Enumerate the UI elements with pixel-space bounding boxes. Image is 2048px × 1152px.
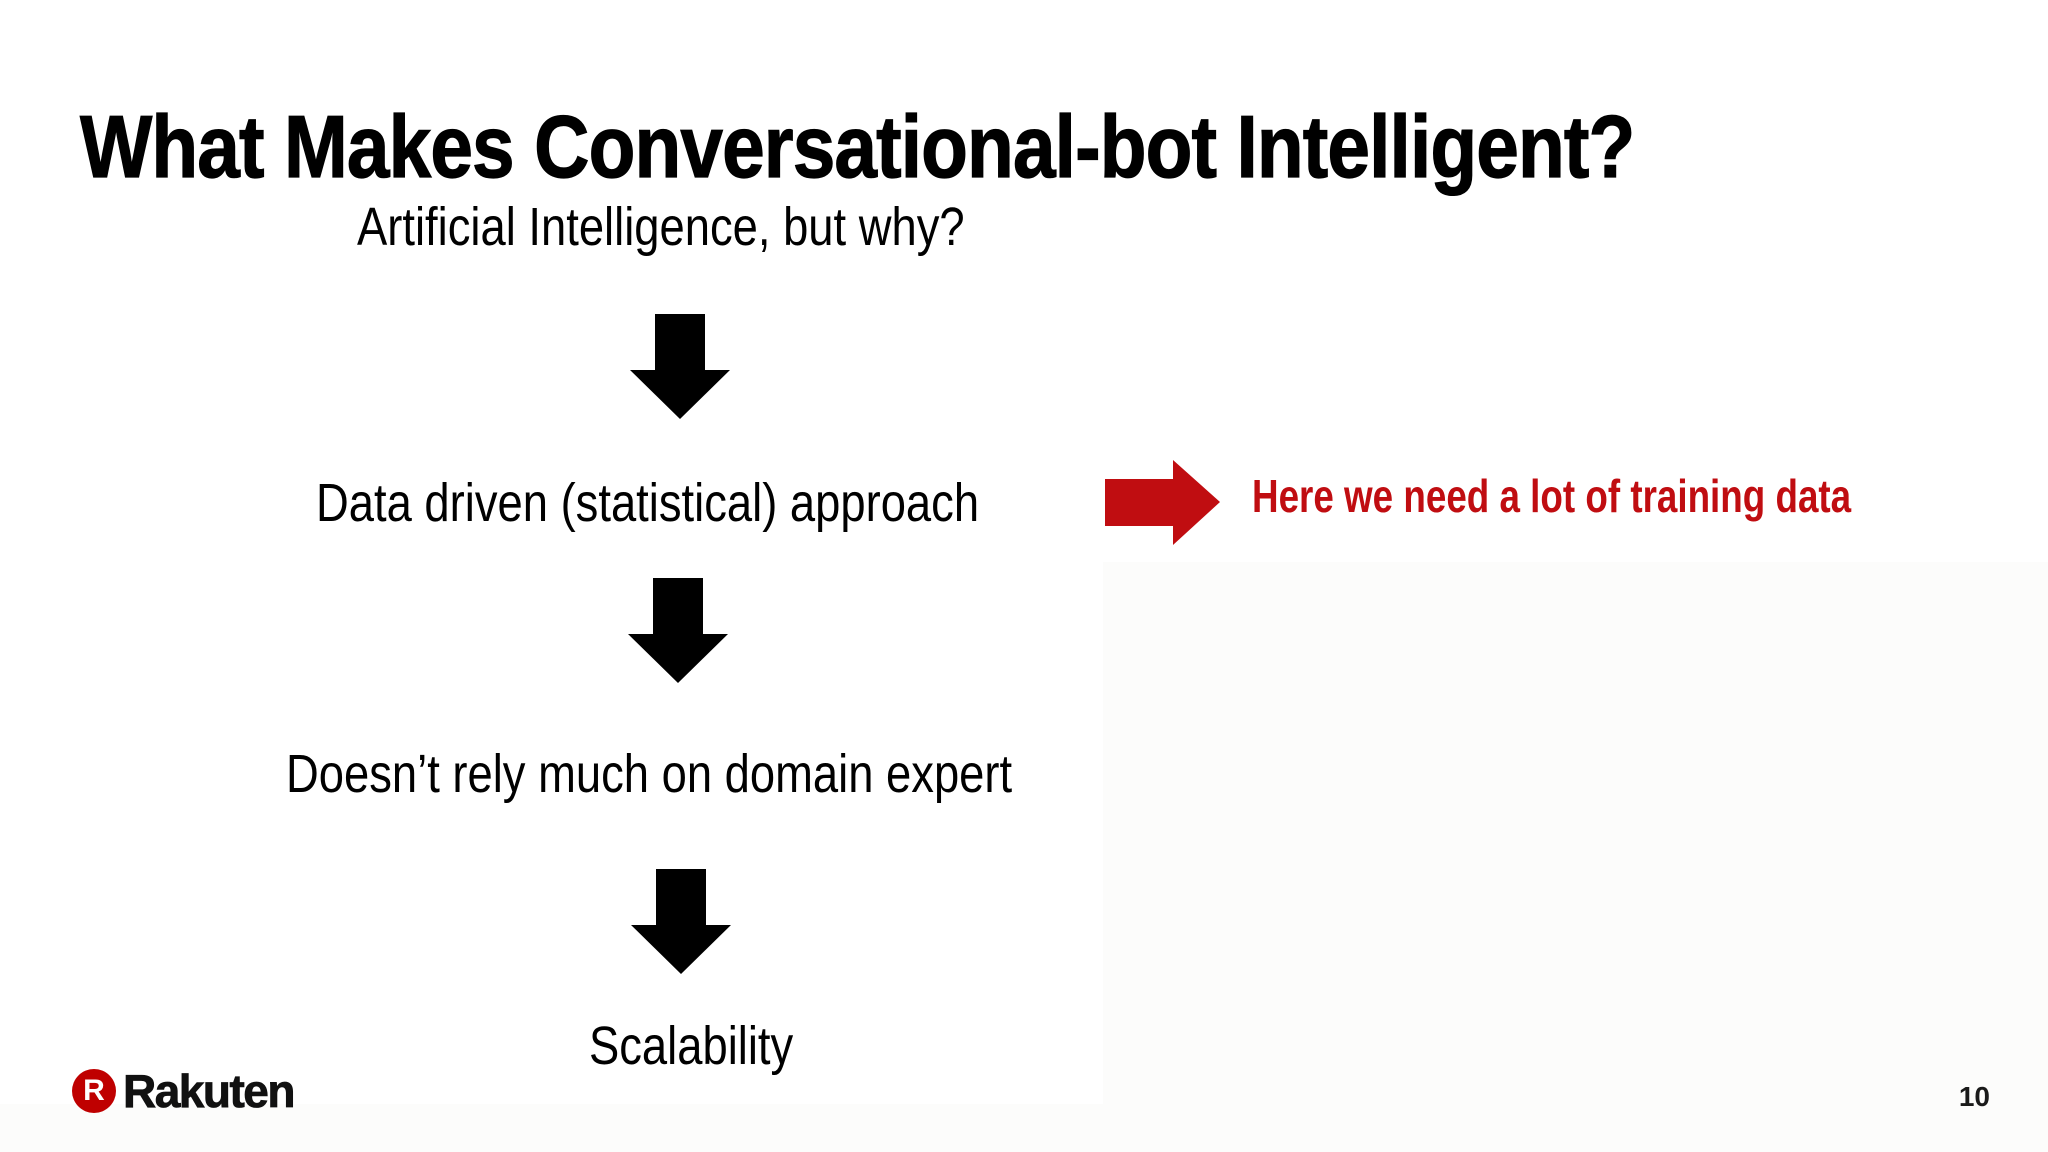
down-arrow-icon-1 [630,314,730,419]
background-tint-right [1103,562,2048,1152]
rakuten-logo-icon: R [72,1069,116,1113]
slide-title: What Makes Conversational-bot Intelligen… [79,96,1635,196]
flow-step-scalability: Scalability [589,1016,794,1076]
rakuten-wordmark: Rakuten [123,1065,296,1118]
down-arrow-shape [628,578,728,683]
rakuten-logo: R Rakuten [72,1064,296,1118]
red-right-arrow-icon [1105,460,1220,545]
flow-step-domain-expert: Doesn’t rely much on domain expert [286,744,1013,804]
page-number: 10 [1958,1081,1990,1112]
training-data-annotation: Here we need a lot of training data [1252,470,1852,522]
right-arrow-shape [1105,460,1220,545]
down-arrow-shape [630,314,730,419]
flow-step-data-driven: Data driven (statistical) approach [316,473,980,533]
down-arrow-icon-2 [628,578,728,683]
down-arrow-shape [631,869,731,974]
flow-step-artificial-intelligence: Artificial Intelligence, but why? [357,197,965,257]
down-arrow-icon-3 [631,869,731,974]
background-tint-bottom [0,1104,2048,1152]
